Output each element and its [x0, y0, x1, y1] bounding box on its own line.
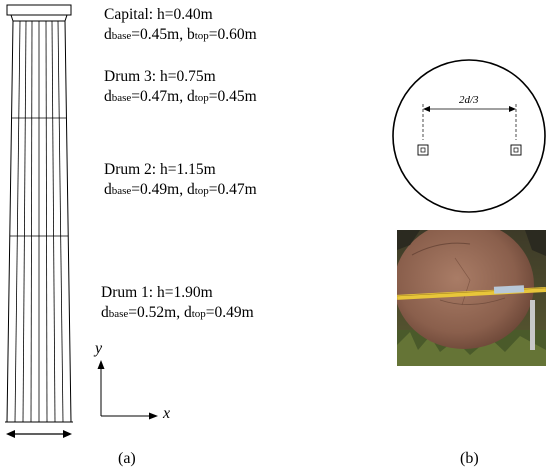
panel-b-label: (b) [460, 450, 479, 467]
drum1-diameter-label: dbase=0.52m, dtop=0.49m [101, 304, 254, 321]
stone-drum [397, 230, 534, 349]
base-width-arrow [6, 430, 72, 438]
drum2-diameter-label: dbase=0.49m, dtop=0.47m [104, 181, 257, 198]
capital-echinus [10, 14, 68, 22]
dowel-hole-left [417, 144, 429, 156]
capital-diameter-label: dbase=0.45m, btop=0.60m [104, 26, 257, 43]
drum2-height-label: Drum 2: h=1.15m [104, 161, 216, 178]
panel-a-label: (a) [118, 450, 136, 467]
drum-photo [397, 230, 546, 366]
drum3-diameter-label: dbase=0.47m, dtop=0.45m [104, 88, 257, 105]
dimension-label: 2d/3 [459, 94, 479, 106]
capital-height-label: Capital: h=0.40m [104, 6, 213, 23]
drum1-height-label: Drum 1: h=1.90m [101, 284, 213, 301]
dowel-hole-right [510, 144, 522, 156]
cross-section [392, 59, 546, 213]
column-drawing [5, 4, 73, 423]
capital-abacus [6, 4, 72, 16]
x-axis-label: x [163, 405, 171, 422]
coordinate-axes [97, 360, 158, 420]
y-axis-label: y [95, 340, 103, 357]
drum3-height-label: Drum 3: h=0.75m [104, 68, 216, 85]
drum-cross-section-circle [392, 59, 546, 213]
